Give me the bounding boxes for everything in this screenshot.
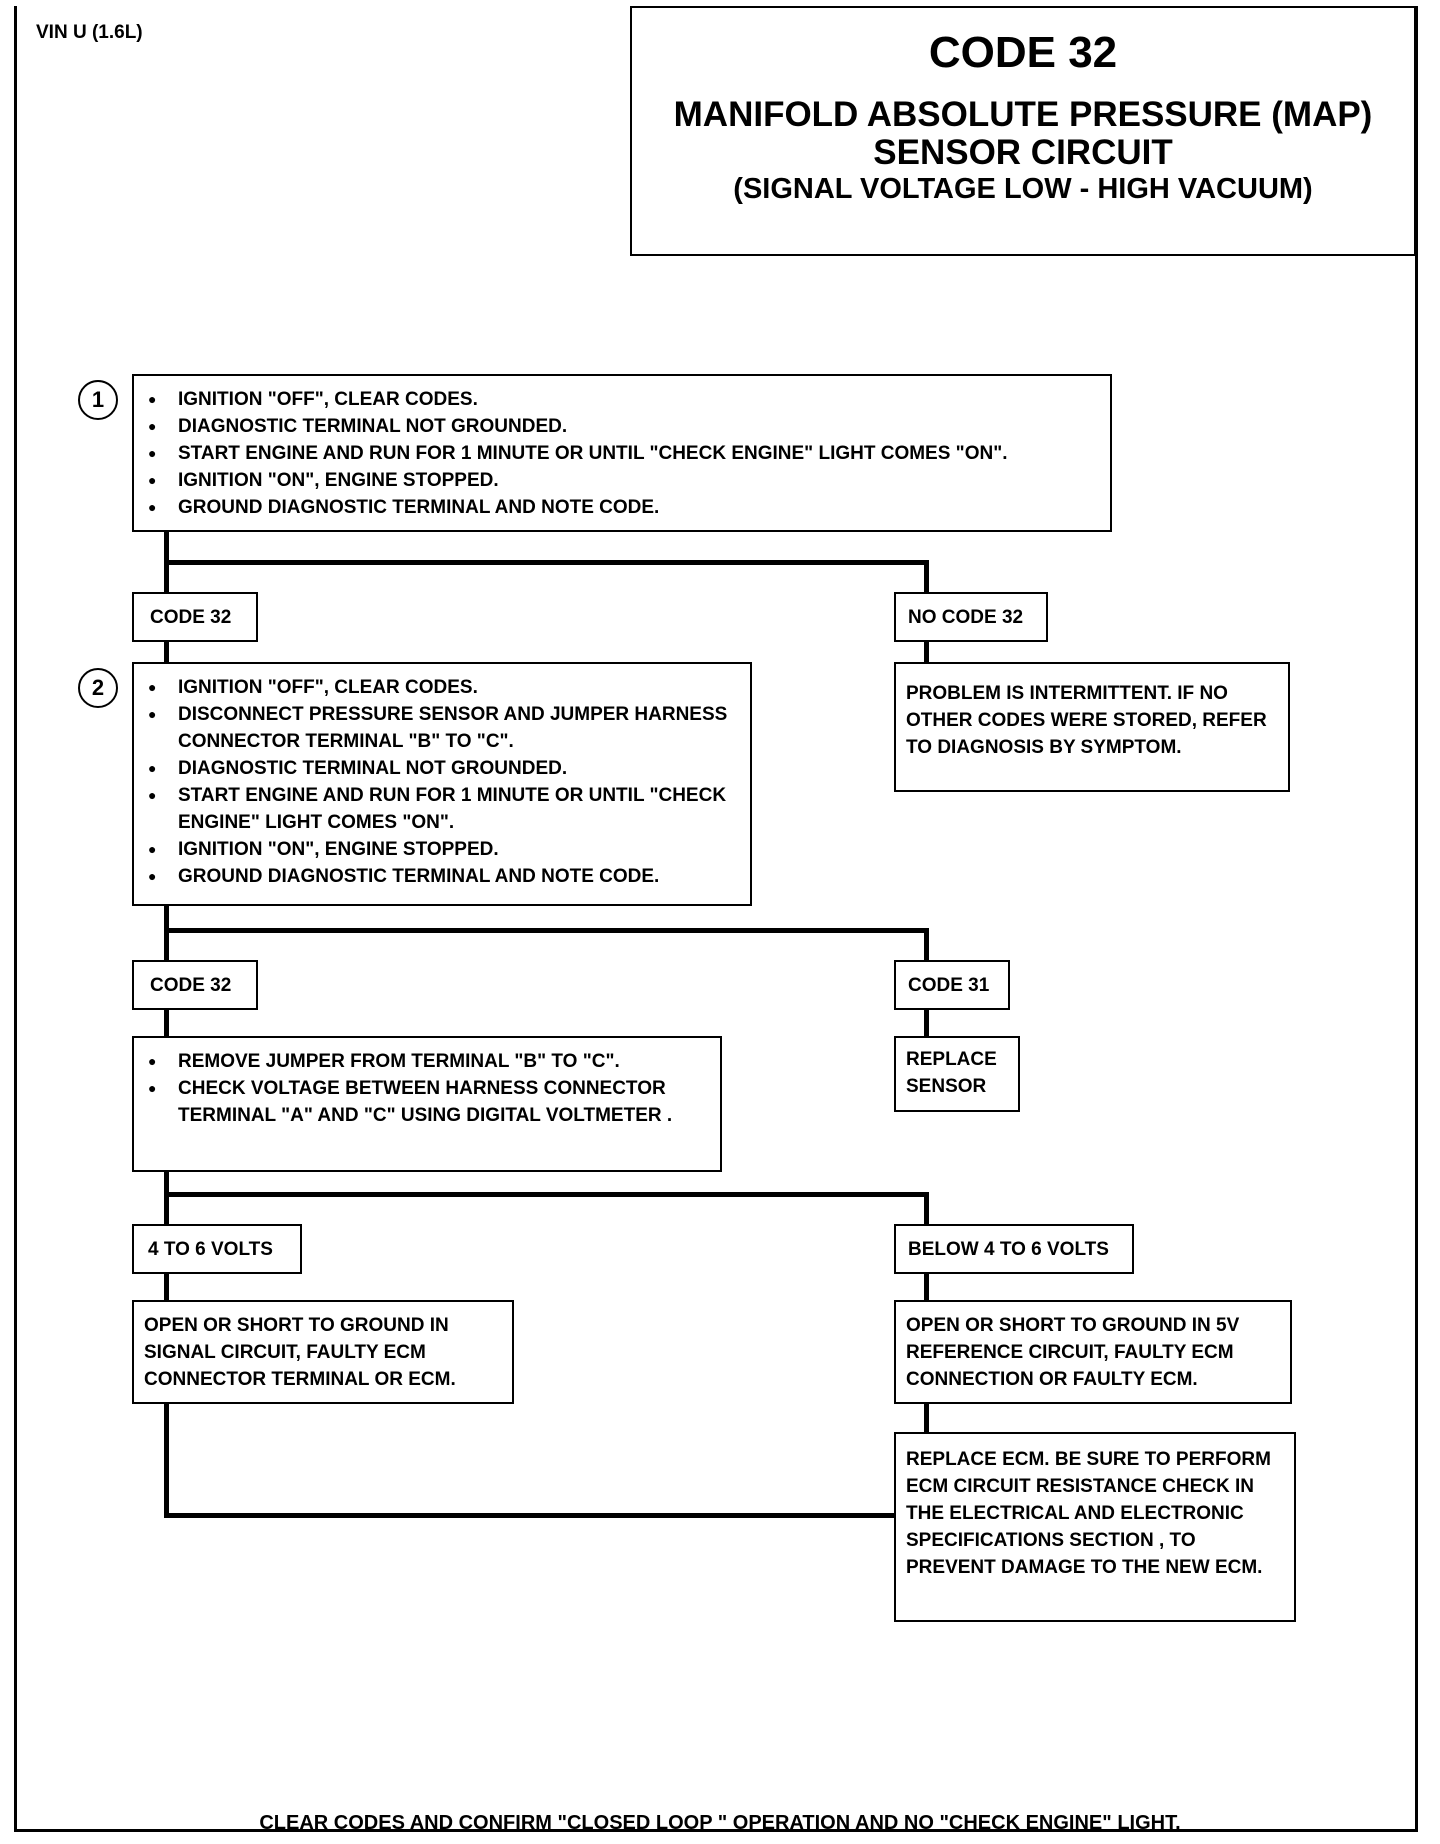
connector-line (164, 1513, 896, 1518)
step-1-box: IGNITION "OFF", CLEAR CODES. DIAGNOSTIC … (132, 374, 1112, 532)
title-line-2: SENSOR CIRCUIT (873, 133, 1173, 172)
result-text: PROBLEM IS INTERMITTENT. IF NO OTHER COD… (906, 683, 1267, 758)
connector-line (924, 1402, 929, 1434)
branch-2-item: CHECK VOLTAGE BETWEEN HARNESS CONNECTOR … (144, 1075, 712, 1129)
page-frame (14, 6, 1418, 1832)
connector-line (164, 1272, 169, 1302)
title-line-3: (SIGNAL VOLTAGE LOW - HIGH VACUUM) (733, 173, 1313, 205)
code-title: CODE 32 (928, 28, 1118, 77)
label-text: CODE 32 (150, 975, 232, 996)
result-text: OPEN OR SHORT TO GROUND IN 5V REFERENCE … (906, 1315, 1240, 1390)
connector-line (164, 928, 929, 933)
step-2-box: IGNITION "OFF", CLEAR CODES. DISCONNECT … (132, 662, 752, 906)
label-text: NO CODE 32 (908, 607, 1024, 628)
step-2-item: DIAGNOSTIC TERMINAL NOT GROUNDED. (144, 755, 742, 782)
step-1-item: DIAGNOSTIC TERMINAL NOT GROUNDED. (144, 413, 1102, 440)
branch-2-right-label: CODE 31 (894, 960, 1010, 1010)
label-text: 4 TO 6 VOLTS (148, 1239, 273, 1260)
connector-line (924, 928, 929, 960)
branch-2-right-result: REPLACE SENSOR (894, 1036, 1020, 1112)
label-text: CODE 31 (908, 975, 990, 996)
branch-2-item: REMOVE JUMPER FROM TERMINAL "B" TO "C". (144, 1048, 712, 1075)
step-2-item: IGNITION "OFF", CLEAR CODES. (144, 674, 742, 701)
connector-line (164, 560, 929, 565)
result-text: REPLACE SENSOR (906, 1049, 997, 1097)
vin-label: VIN U (1.6L) (36, 22, 143, 43)
step-2-list: IGNITION "OFF", CLEAR CODES. DISCONNECT … (134, 664, 750, 890)
step-2-item: DISCONNECT PRESSURE SENSOR AND JUMPER HA… (144, 701, 742, 755)
step-1-item: IGNITION "ON", ENGINE STOPPED. (144, 467, 1102, 494)
label-text: BELOW 4 TO 6 VOLTS (908, 1239, 1109, 1260)
step-2-item: IGNITION "ON", ENGINE STOPPED. (144, 836, 742, 863)
step-1-item: GROUND DIAGNOSTIC TERMINAL AND NOTE CODE… (144, 494, 1102, 521)
connector-line (164, 1192, 929, 1197)
final-action-text: REPLACE ECM. BE SURE TO PERFORM ECM CIRC… (906, 1449, 1271, 1578)
connector-line (164, 1170, 169, 1226)
branch-2-list: REMOVE JUMPER FROM TERMINAL "B" TO "C". … (134, 1038, 720, 1129)
label-text: CODE 32 (150, 607, 232, 628)
step-2-item: START ENGINE AND RUN FOR 1 MINUTE OR UNT… (144, 782, 742, 836)
final-action-box: REPLACE ECM. BE SURE TO PERFORM ECM CIRC… (894, 1432, 1296, 1622)
result-text: OPEN OR SHORT TO GROUND IN SIGNAL CIRCUI… (144, 1315, 456, 1390)
connector-line (924, 640, 929, 664)
footer-instruction: CLEAR CODES AND CONFIRM "CLOSED LOOP " O… (259, 1812, 1181, 1834)
title-box: CODE 32 MANIFOLD ABSOLUTE PRESSURE (MAP)… (630, 6, 1416, 256)
step-2-item: GROUND DIAGNOSTIC TERMINAL AND NOTE CODE… (144, 863, 742, 890)
connector-line (924, 1192, 929, 1226)
connector-line (924, 560, 929, 594)
step-1-list: IGNITION "OFF", CLEAR CODES. DIAGNOSTIC … (134, 376, 1110, 521)
connector-line (164, 1402, 169, 1518)
step-1-item: IGNITION "OFF", CLEAR CODES. (144, 386, 1102, 413)
branch-1-right-label: NO CODE 32 (894, 592, 1048, 642)
branch-2-left-label: CODE 32 (132, 960, 258, 1010)
branch-3-left-label: 4 TO 6 VOLTS (132, 1224, 302, 1274)
step-2-marker: 2 (78, 668, 118, 708)
connector-line (924, 1008, 929, 1036)
branch-3-right-result: OPEN OR SHORT TO GROUND IN 5V REFERENCE … (894, 1300, 1292, 1404)
branch-2-left-box: REMOVE JUMPER FROM TERMINAL "B" TO "C". … (132, 1036, 722, 1172)
connector-line (164, 1008, 169, 1038)
title-line-1: MANIFOLD ABSOLUTE PRESSURE (MAP) (673, 95, 1373, 134)
connector-line (924, 1272, 929, 1302)
connector-line (164, 640, 169, 666)
branch-1-left-label: CODE 32 (132, 592, 258, 642)
step-1-marker: 1 (78, 380, 118, 420)
step-1-item: START ENGINE AND RUN FOR 1 MINUTE OR UNT… (144, 440, 1102, 467)
branch-3-left-result: OPEN OR SHORT TO GROUND IN SIGNAL CIRCUI… (132, 1300, 514, 1404)
branch-1-right-result: PROBLEM IS INTERMITTENT. IF NO OTHER COD… (894, 662, 1290, 792)
branch-3-right-label: BELOW 4 TO 6 VOLTS (894, 1224, 1134, 1274)
